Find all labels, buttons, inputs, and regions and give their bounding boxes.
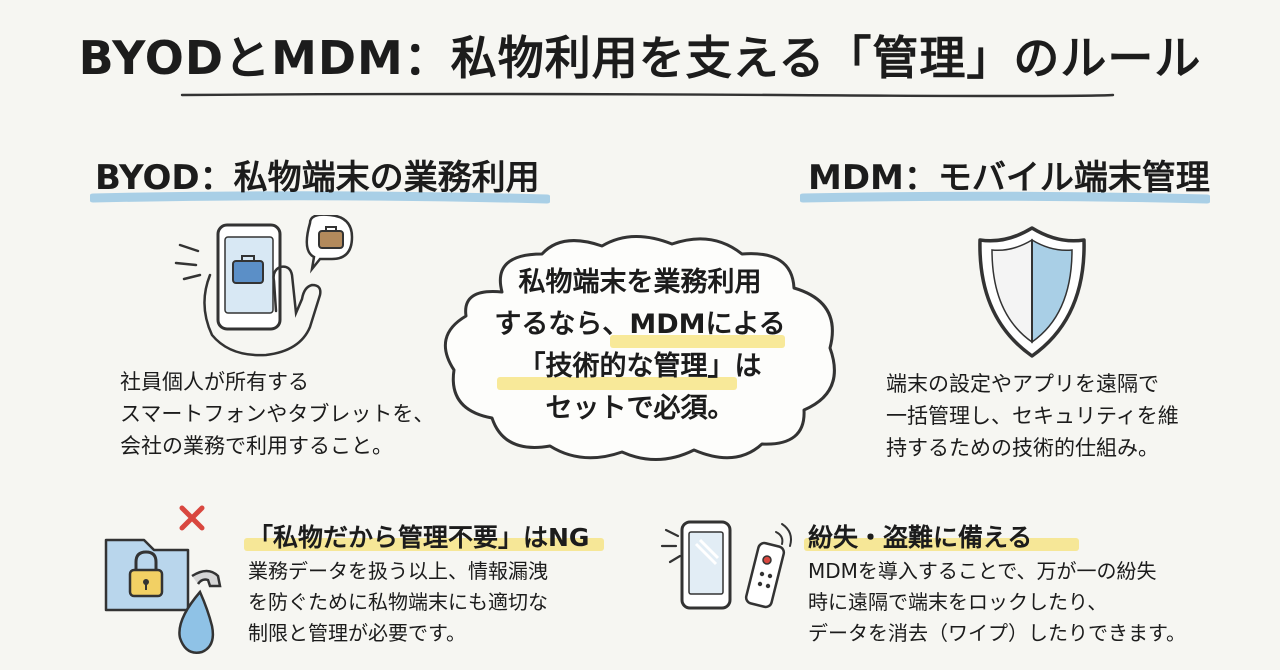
mdm-description-line: 持するための技術的仕組み。: [886, 436, 1159, 460]
cloud-highlight-management: [497, 377, 737, 390]
ng-heading: 「私物だから管理不要」はNG: [248, 523, 590, 552]
cloud-speech-bubble: [444, 234, 836, 462]
ng-description-line: を防ぐために私物端末にも適切な: [248, 590, 548, 614]
byod-description-line: 会社の業務で利用すること。: [120, 434, 393, 458]
shield-icon: [978, 226, 1086, 358]
center-message-line: 私物端末を業務利用: [518, 267, 762, 298]
ng-description-line: 業務データを扱う以上、情報漏洩: [248, 559, 548, 583]
cloud-highlight-mdm: [610, 335, 785, 348]
loss-description-line: データを消去（ワイプ）したりできます。: [808, 621, 1186, 645]
mdm-heading: MDM：モバイル端末管理: [808, 158, 1210, 198]
center-message-line: するなら、MDMによる: [494, 309, 786, 340]
loss-description-line: 時に遠隔で端末をロックしたり、: [808, 590, 1108, 614]
byod-description-line: スマートフォンやタブレットを、: [120, 402, 435, 426]
ng-description: 業務データを扱う以上、情報漏洩 を防ぐために私物端末にも適切な 制限と管理が必要…: [248, 556, 548, 649]
center-message: 私物端末を業務利用 するなら、MDMによる 「技術的な管理」は セットで必須。: [455, 262, 825, 430]
locked-folder-leak-icon: [104, 505, 222, 654]
ng-heading-highlight: [244, 538, 604, 551]
center-message-line: 「技術的な管理」は: [518, 351, 762, 382]
byod-heading: BYOD：私物端末の業務利用: [95, 158, 540, 198]
ng-description-line: 制限と管理が必要です。: [248, 621, 466, 645]
mdm-description-line: 一括管理し、セキュリティを維: [886, 404, 1179, 428]
mdm-description: 端末の設定やアプリを遠隔で 一括管理し、セキュリティを維 持するための技術的仕組…: [886, 368, 1179, 464]
loss-heading: 紛失・盗難に備える: [808, 523, 1033, 552]
loss-description-line: MDMを導入することで、万が一の紛失: [808, 559, 1157, 583]
phone-in-hand-icon: [174, 215, 354, 357]
page-title: BYODとMDM：私物利用を支える「管理」のルール: [78, 31, 1202, 85]
mdm-heading-highlight: [798, 190, 1212, 204]
byod-description-line: 社員個人が所有する: [120, 370, 309, 394]
mdm-description-line: 端末の設定やアプリを遠隔で: [886, 372, 1159, 396]
center-message-line: セットで必須。: [545, 393, 735, 424]
title-underline: [180, 92, 1115, 98]
byod-description: 社員個人が所有する スマートフォンやタブレットを、 会社の業務で利用すること。: [120, 366, 434, 462]
loss-heading-highlight: [804, 538, 1079, 551]
phone-and-remote-icon: [660, 520, 792, 610]
loss-description: MDMを導入することで、万が一の紛失 時に遠隔で端末をロックしたり、 データを消…: [808, 556, 1186, 649]
byod-heading-highlight: [88, 190, 552, 204]
